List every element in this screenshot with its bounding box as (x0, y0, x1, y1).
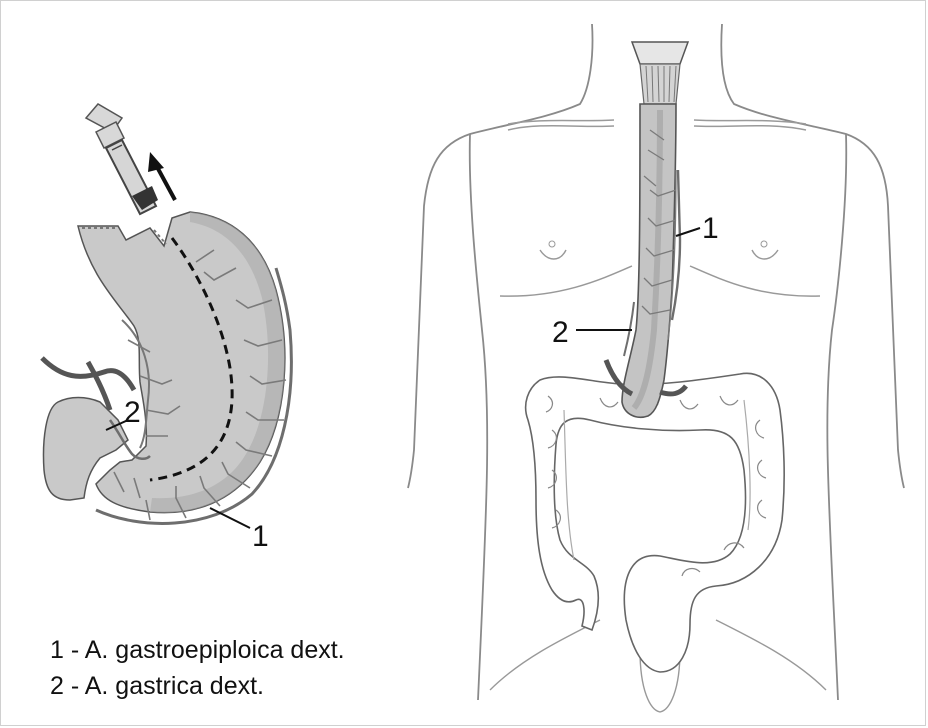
legend-item-1: 1 - A. gastroepiploica dext. (50, 632, 345, 668)
stapler-instrument (86, 104, 158, 214)
trachea (632, 42, 688, 104)
callout-body-2: 2 (552, 316, 569, 349)
body-panel: 1 2 (408, 24, 904, 712)
callout-body-1: 1 (702, 212, 719, 245)
legend: 1 - A. gastroepiploica dext. 2 - A. gast… (50, 632, 345, 704)
callout-stomach-1: 1 (252, 520, 269, 553)
callout-stomach-2: 2 (124, 396, 141, 429)
stomach-panel: 1 2 (42, 104, 291, 553)
legend-item-2: 2 - A. gastrica dext. (50, 668, 345, 704)
